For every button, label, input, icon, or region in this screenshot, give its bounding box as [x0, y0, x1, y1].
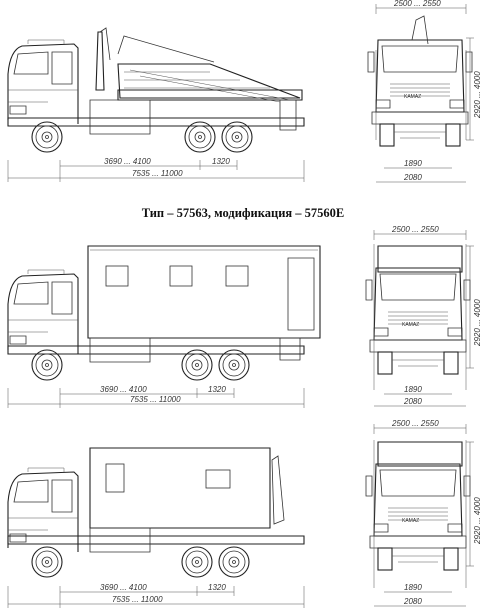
length-label-2: 7535 ... 11000 — [130, 395, 181, 404]
width-label-1: 2500 ... 2550 — [393, 0, 441, 8]
track-label-1: 1890 — [404, 159, 422, 168]
width-label-2: 2500 ... 2550 — [391, 225, 439, 234]
truck-3-front-view — [365, 440, 471, 588]
wheelbase-label-2: 3690 ... 4100 — [100, 385, 147, 394]
track-label-3: 1890 — [404, 583, 422, 592]
wheelbase-label-3: 3690 ... 4100 — [100, 583, 147, 592]
tandem-label-3: 1320 — [208, 583, 226, 592]
length-label-1: 7535 ... 11000 — [132, 169, 183, 178]
kamaz-badge-1: KAMAZ — [404, 94, 421, 100]
truck-3-side-view — [7, 447, 305, 578]
height-label-3: 2920 ... 4000 — [473, 497, 482, 545]
truck-2-side-view — [7, 245, 321, 381]
track-label-2: 1890 — [404, 385, 422, 394]
height-label-1: 2920 ... 4000 — [473, 71, 482, 119]
wheelbase-label-1: 3690 ... 4100 — [104, 157, 151, 166]
modification-caption: Тип – 57563, модификация – 57560E — [141, 206, 345, 220]
overall-width-label-2: 2080 — [403, 397, 422, 406]
overall-width-label-1: 2080 — [403, 173, 422, 182]
kamaz-badge-3: KAMAZ — [402, 518, 419, 524]
height-label-2: 2920 ... 4000 — [473, 299, 482, 347]
length-label-3: 7535 ... 11000 — [112, 595, 163, 604]
kamaz-badge-2: KAMAZ — [402, 322, 419, 328]
overall-width-label-3: 2080 — [403, 597, 422, 606]
truck-1-front-view — [367, 15, 473, 147]
tandem-label-2: 1320 — [208, 385, 226, 394]
width-label-3: 2500 ... 2550 — [391, 419, 439, 428]
truck-2-front-view — [365, 244, 471, 390]
tandem-label-1: 1320 — [212, 157, 230, 166]
truck-1-side-view — [7, 27, 305, 153]
